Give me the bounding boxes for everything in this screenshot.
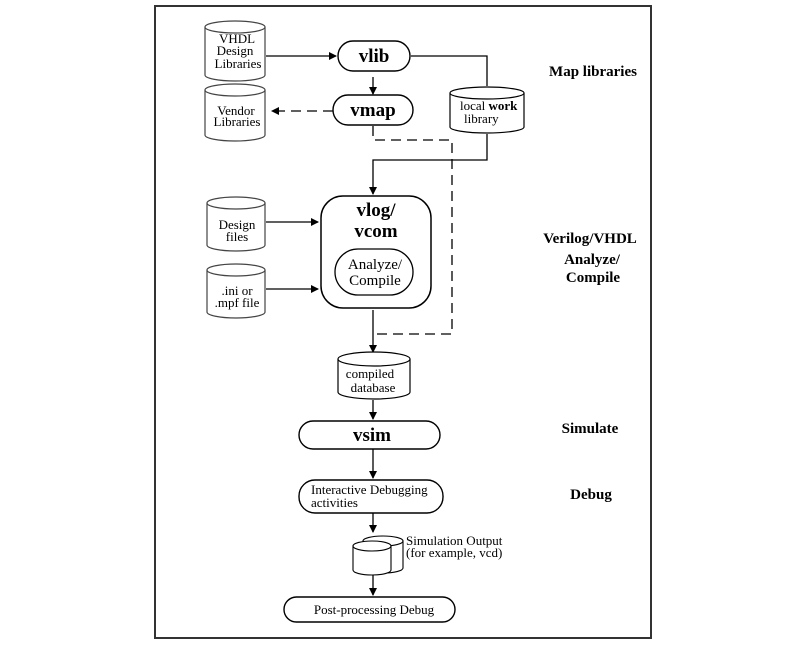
vhdl-line-3: Libraries xyxy=(215,56,262,71)
diagram-frame xyxy=(154,5,652,639)
cylinder-icon xyxy=(337,359,411,400)
vsim-shape xyxy=(298,420,441,450)
stage-labels: Map libraries Verilog/VHDL Analyze/ Comp… xyxy=(543,64,637,503)
interactive-line-1: Interactive Debugging xyxy=(311,482,428,497)
cylinder-icon xyxy=(206,203,266,252)
cylinder-icon xyxy=(204,90,266,142)
vlog-label: vlog/ xyxy=(356,200,396,221)
vhdl-line-1: VHDL xyxy=(219,31,255,46)
compiled-line-1: compiled xyxy=(346,366,395,381)
cylinder-top xyxy=(206,263,266,277)
edge-vmap-to-db-dashed xyxy=(372,126,453,335)
ini-line-2: .mpf file xyxy=(215,295,260,310)
compile-label: Compile xyxy=(349,273,401,289)
compiled-line-2: database xyxy=(351,380,396,395)
stage-simulate: Simulate xyxy=(562,421,619,437)
cylinder-top xyxy=(204,83,266,97)
vendor-libraries-node[interactable]: Vendor Libraries xyxy=(204,83,266,142)
analyze-label: Analyze/ xyxy=(348,257,403,273)
vcom-label: vcom xyxy=(354,221,397,242)
vsim-node[interactable]: vsim xyxy=(298,420,441,450)
edge-local-work-to-vlog xyxy=(369,134,488,195)
sim-output-line-2: (for example, vcd) xyxy=(406,545,502,560)
ini-line-1: .ini or xyxy=(221,283,253,298)
local-work-line-1: local work xyxy=(460,98,518,113)
sim-output-line-1: Simulation Output xyxy=(406,533,503,548)
vlib-node[interactable]: vlib xyxy=(337,40,411,72)
work-bold: work xyxy=(489,98,519,113)
cylinder-top xyxy=(337,351,411,367)
cylinder-icon xyxy=(204,27,266,82)
post-processing-label: Post-processing Debug xyxy=(314,602,435,617)
stage-analyze: Analyze/ xyxy=(564,252,621,268)
cylinder-top xyxy=(449,86,525,100)
stage-verilog-vhdl: Verilog/VHDL xyxy=(543,231,637,247)
vhdl-line-2: Design xyxy=(217,43,254,58)
cylinder-top xyxy=(206,196,266,210)
vendor-line-1: Vendor xyxy=(217,103,255,118)
cylinder-icon xyxy=(206,270,266,319)
vsim-label: vsim xyxy=(353,425,391,446)
vmap-node[interactable]: vmap xyxy=(332,94,414,126)
front-cylinder-top xyxy=(352,540,392,552)
edge-vlib-to-local-work xyxy=(411,55,488,86)
front-cylinder-icon xyxy=(352,546,392,576)
vlib-label: vlib xyxy=(359,46,390,67)
post-processing-shape xyxy=(283,596,456,623)
design-files-node[interactable]: Design files xyxy=(206,196,266,252)
local-prefix: local xyxy=(460,98,489,113)
edges xyxy=(266,52,488,596)
vlog-vcom-node[interactable]: vlog/ vcom Analyze/ Compile xyxy=(320,195,432,309)
interactive-line-2: activities xyxy=(311,495,358,510)
design-files-line-1: Design xyxy=(219,217,256,232)
vmap-shape xyxy=(332,94,414,126)
stage-debug: Debug xyxy=(570,487,612,503)
compiled-database-node[interactable]: compiled database xyxy=(337,351,411,400)
cylinder-icon xyxy=(449,93,525,134)
post-processing-debug-node[interactable]: Post-processing Debug xyxy=(283,596,456,623)
vmap-label: vmap xyxy=(350,100,395,121)
interactive-debugging-shape xyxy=(298,479,444,514)
analyze-compile-shape xyxy=(334,248,414,296)
ini-mpf-file-node[interactable]: .ini or .mpf file xyxy=(206,263,266,319)
vhdl-design-libraries-node[interactable]: VHDL Design Libraries xyxy=(204,20,266,82)
simulation-output-node[interactable]: Simulation Output (for example, vcd) xyxy=(352,533,503,576)
stage-compile: Compile xyxy=(566,270,621,286)
vlib-shape xyxy=(337,40,411,72)
vendor-line-2: Libraries xyxy=(214,114,261,129)
stage-map-libraries: Map libraries xyxy=(549,64,637,80)
interactive-debugging-node[interactable]: Interactive Debugging activities xyxy=(298,479,444,514)
local-work-line-2: library xyxy=(464,111,499,126)
local-work-library-node[interactable]: local work library xyxy=(449,86,525,134)
cylinder-top xyxy=(204,20,266,34)
design-files-line-2: files xyxy=(226,229,248,244)
